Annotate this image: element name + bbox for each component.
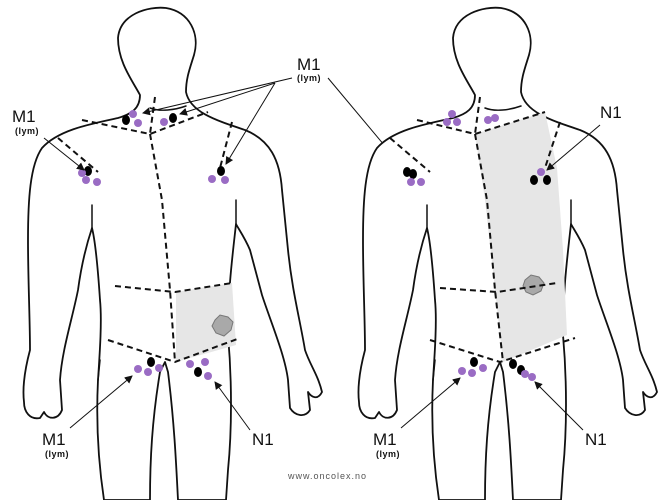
stage-note-lym: (lym) xyxy=(45,449,69,459)
stage-note-lym: (lym) xyxy=(376,449,400,459)
stage-label-n1: N1 xyxy=(600,103,622,122)
right-body-figure: N1 M1 (lym) N1 xyxy=(357,6,658,500)
lymph-nodes xyxy=(78,110,229,380)
stage-note-lym: (lym) xyxy=(297,73,321,83)
midline-boundary-line xyxy=(149,133,176,363)
tumor-icon xyxy=(211,314,234,337)
right-axilla-line xyxy=(219,121,233,169)
left-axilla-line xyxy=(57,137,99,173)
stage-label-m1: M1 xyxy=(12,107,36,126)
groin-boundary-line xyxy=(107,337,241,364)
stage-label-m1: M1 xyxy=(373,430,397,449)
highlighted-region xyxy=(176,283,236,362)
stage-note-lym: (lym) xyxy=(15,126,39,136)
lymph-nodes xyxy=(403,110,551,381)
stage-label-n1: N1 xyxy=(252,430,274,449)
stage-label-m1: M1 xyxy=(42,430,66,449)
stage-label-m1: M1 xyxy=(297,55,321,74)
stage-label-n1: N1 xyxy=(585,430,607,449)
watermark: www.oncolex.no xyxy=(287,471,367,481)
waist-boundary-line xyxy=(114,282,233,294)
shoulder-boundary-line xyxy=(81,111,209,136)
left-body-figure: M1 (lym) M1 (lym) N1 xyxy=(12,6,323,500)
